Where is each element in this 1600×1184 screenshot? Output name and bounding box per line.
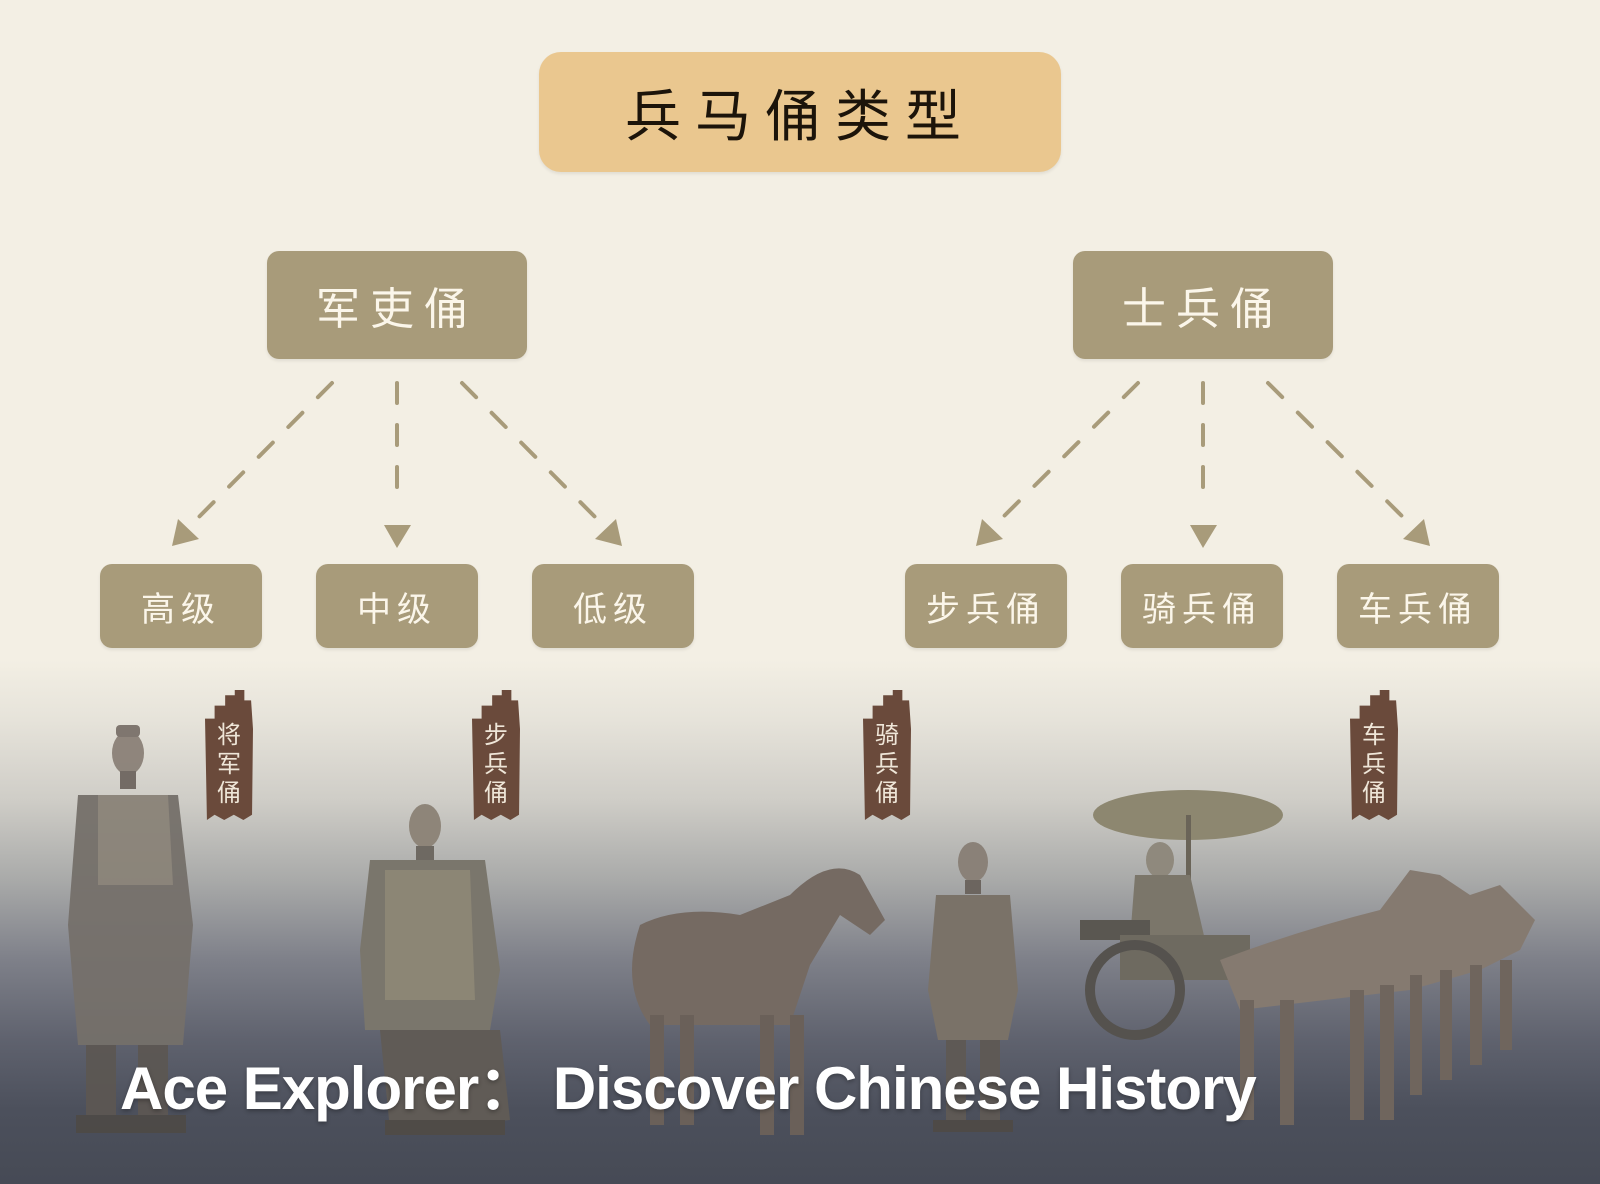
leaf-label: 低级: [573, 589, 653, 630]
leaf-label: 步兵俑: [926, 589, 1046, 630]
arrowhead-icon: [1403, 519, 1430, 546]
root-node-terracotta-types: 兵马俑类型: [539, 52, 1061, 172]
brand-caption: Ace Explorer： Discover Chinese History: [120, 1055, 1257, 1122]
arrowhead-icon: [384, 525, 411, 548]
tag-char: 俑: [484, 779, 508, 807]
tag-general-figure: 将 军 俑: [205, 690, 253, 820]
arrowhead-icon: [976, 519, 1003, 546]
tag-char: 兵: [484, 750, 508, 778]
node-label: 士兵俑: [1122, 284, 1284, 335]
tag-char: 俑: [1362, 779, 1386, 807]
general-statue-image: [68, 725, 193, 1133]
leaf-label: 中级: [357, 589, 437, 630]
leaf-label: 高级: [141, 589, 221, 630]
arrow-to-chariot: [1266, 381, 1418, 532]
leaf-label: 车兵俑: [1358, 589, 1478, 630]
node-label: 军吏俑: [316, 284, 478, 335]
leaf-label: 骑兵俑: [1142, 589, 1262, 630]
arrowhead-icon: [595, 519, 622, 546]
arrowhead-icon: [1190, 525, 1217, 548]
tag-infantry-figure: 步 兵 俑: [472, 690, 520, 820]
tag-char: 兵: [1362, 750, 1386, 778]
tag-chariot-figure: 车 兵 俑: [1350, 690, 1398, 820]
cavalryman-statue-image: [928, 842, 1018, 1132]
arrow-to-high-rank: [184, 381, 334, 532]
leaf-high-rank: 高级: [100, 564, 262, 648]
tag-char: 将: [217, 721, 241, 749]
root-node-label: 兵马俑类型: [625, 84, 975, 150]
tag-cavalry-figure: 骑 兵 俑: [863, 690, 911, 820]
tag-char: 步: [484, 721, 508, 749]
node-officer-figures: 军吏俑: [267, 251, 527, 359]
connector-arrows: [172, 381, 1430, 548]
leaf-cavalry: 骑兵俑: [1121, 564, 1283, 648]
leaf-infantry: 步兵俑: [905, 564, 1067, 648]
leaf-mid-rank: 中级: [316, 564, 478, 648]
arrow-to-low-rank: [460, 381, 610, 532]
node-soldier-figures: 士兵俑: [1073, 251, 1333, 359]
tag-char: 兵: [875, 750, 899, 778]
chariot-statue-image: [1080, 790, 1535, 1125]
tag-char: 军: [217, 750, 241, 778]
tag-char: 俑: [217, 779, 241, 807]
leaf-low-rank: 低级: [532, 564, 694, 648]
leaf-chariot: 车兵俑: [1337, 564, 1499, 648]
tag-char: 俑: [875, 779, 899, 807]
cavalry-horse-statue-image: [632, 868, 885, 1135]
arrow-to-infantry: [988, 381, 1140, 532]
arrowhead-icon: [172, 519, 199, 546]
tag-char: 车: [1362, 721, 1386, 749]
kneeling-archer-statue-image: [360, 804, 510, 1135]
tag-char: 骑: [875, 721, 899, 749]
